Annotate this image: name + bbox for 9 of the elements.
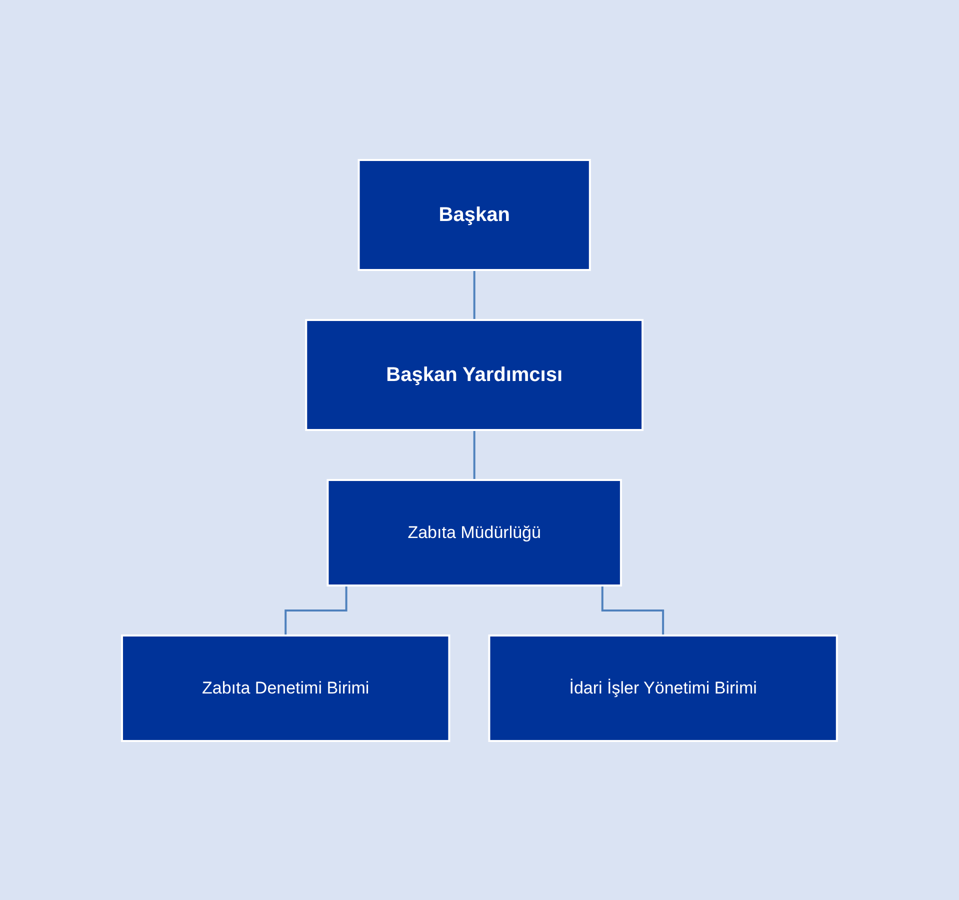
connector	[473, 430, 476, 480]
node-box: Başkan	[358, 158, 591, 270]
connector	[473, 270, 476, 320]
node-box: İdari İşler Yönetimi Birimi	[488, 634, 838, 742]
node-box: Başkan Yardımcısı	[305, 318, 644, 430]
node-box: Zabıta Denetimi Birimi	[121, 634, 450, 742]
connector	[601, 585, 664, 636]
node-box: Zabıta Müdürlüğü	[326, 478, 622, 586]
connector	[284, 585, 348, 636]
